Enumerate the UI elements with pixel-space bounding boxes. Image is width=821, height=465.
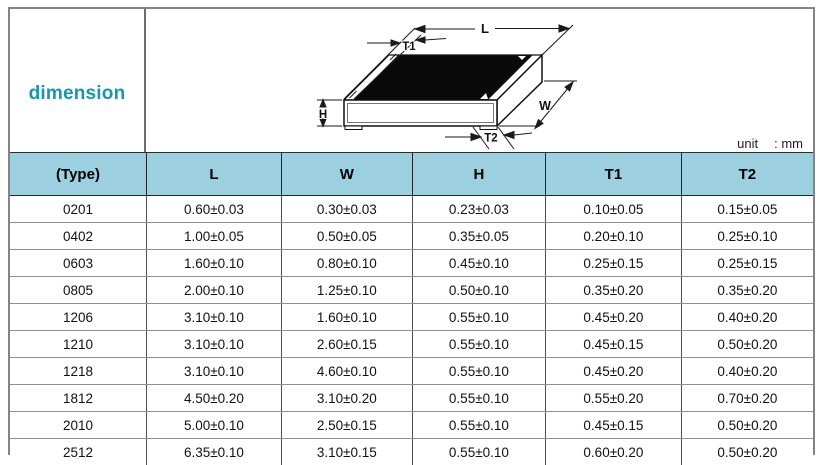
type-cell: 0603: [10, 250, 147, 277]
value-cell: 0.35±0.20: [546, 277, 682, 304]
value-cell: 0.55±0.10: [412, 439, 545, 465]
type-cell: 1218: [10, 358, 147, 385]
value-cell: 0.45±0.10: [412, 250, 545, 277]
value-cell: 0.45±0.15: [546, 331, 682, 358]
type-cell: 1812: [10, 385, 147, 412]
column-header: (Type): [10, 153, 147, 196]
value-cell: 0.23±0.03: [412, 196, 545, 223]
value-cell: 0.35±0.05: [412, 223, 545, 250]
dimension-title-cell: dimension: [10, 9, 146, 152]
column-header: T2: [681, 153, 813, 196]
type-cell: 2010: [10, 412, 147, 439]
value-cell: 0.25±0.15: [546, 250, 682, 277]
unit-value: : mm: [774, 136, 803, 151]
value-cell: 3.10±0.10: [147, 304, 282, 331]
value-cell: 0.40±0.20: [681, 358, 813, 385]
label-H: H: [319, 109, 327, 121]
type-cell: 1210: [10, 331, 147, 358]
label-T1: T1: [402, 41, 416, 53]
value-cell: 0.55±0.10: [412, 385, 545, 412]
value-cell: 0.70±0.20: [681, 385, 813, 412]
value-cell: 4.50±0.20: [147, 385, 282, 412]
value-cell: 0.30±0.03: [281, 196, 412, 223]
value-cell: 0.55±0.20: [546, 385, 682, 412]
value-cell: 0.50±0.20: [681, 439, 813, 465]
type-cell: 1206: [10, 304, 147, 331]
chip-top-face: [354, 56, 531, 100]
value-cell: 0.10±0.05: [546, 196, 682, 223]
chip-end-face: [497, 55, 542, 126]
column-header: L: [147, 153, 282, 196]
value-cell: 0.45±0.20: [546, 358, 682, 385]
value-cell: 0.55±0.10: [412, 331, 545, 358]
value-cell: 0.50±0.05: [281, 223, 412, 250]
type-cell: 0402: [10, 223, 147, 250]
value-cell: 1.25±0.10: [281, 277, 412, 304]
value-cell: 0.45±0.20: [546, 304, 682, 331]
value-cell: 3.10±0.15: [281, 439, 412, 465]
value-cell: 0.60±0.20: [546, 439, 682, 465]
chip-right-foot: [480, 126, 497, 130]
unit-label: unit: [737, 136, 758, 151]
dimension-labels: L T1 H W T2: [319, 21, 551, 145]
chip-left-foot: [345, 126, 362, 130]
value-cell: 0.15±0.05: [681, 196, 813, 223]
value-cell: 2.00±0.10: [147, 277, 282, 304]
value-cell: 0.25±0.10: [681, 223, 813, 250]
column-header: T1: [546, 153, 682, 196]
value-cell: 0.25±0.15: [681, 250, 813, 277]
chip-front-face: [344, 100, 497, 126]
label-W: W: [539, 99, 551, 113]
value-cell: 3.10±0.10: [147, 358, 282, 385]
chip-body: [344, 54, 542, 130]
value-cell: 0.80±0.10: [281, 250, 412, 277]
value-cell: 2.50±0.15: [281, 412, 412, 439]
type-cell: 0805: [10, 277, 147, 304]
unit-note: unit : mm: [737, 136, 803, 151]
value-cell: 0.50±0.10: [412, 277, 545, 304]
value-cell: 3.10±0.20: [281, 385, 412, 412]
column-header: H: [412, 153, 545, 196]
value-cell: 0.50±0.20: [681, 412, 813, 439]
page-title: dimension: [29, 83, 126, 105]
value-cell: 0.55±0.10: [412, 412, 545, 439]
dimension-annotations: [317, 25, 577, 149]
value-cell: 0.55±0.10: [412, 358, 545, 385]
value-cell: 1.60±0.10: [281, 304, 412, 331]
value-cell: 2.60±0.15: [281, 331, 412, 358]
value-cell: 0.60±0.03: [147, 196, 282, 223]
value-cell: 5.00±0.10: [147, 412, 282, 439]
type-cell: 2512: [10, 439, 147, 465]
column-header: W: [281, 153, 412, 196]
type-cell: 0201: [10, 196, 147, 223]
sheet-frame: dimension: [8, 7, 815, 455]
label-L: L: [481, 21, 489, 36]
value-cell: 0.55±0.10: [412, 304, 545, 331]
value-cell: 0.50±0.20: [681, 331, 813, 358]
value-cell: 1.60±0.10: [147, 250, 282, 277]
value-cell: 3.10±0.10: [147, 331, 282, 358]
value-cell: 0.40±0.20: [681, 304, 813, 331]
label-T2: T2: [484, 133, 497, 145]
value-cell: 1.00±0.05: [147, 223, 282, 250]
value-cell: 4.60±0.10: [281, 358, 412, 385]
value-cell: 0.35±0.20: [681, 277, 813, 304]
value-cell: 0.45±0.15: [546, 412, 682, 439]
value-cell: 6.35±0.10: [147, 439, 282, 465]
top-section: dimension: [10, 9, 813, 152]
value-cell: 0.20±0.10: [546, 223, 682, 250]
